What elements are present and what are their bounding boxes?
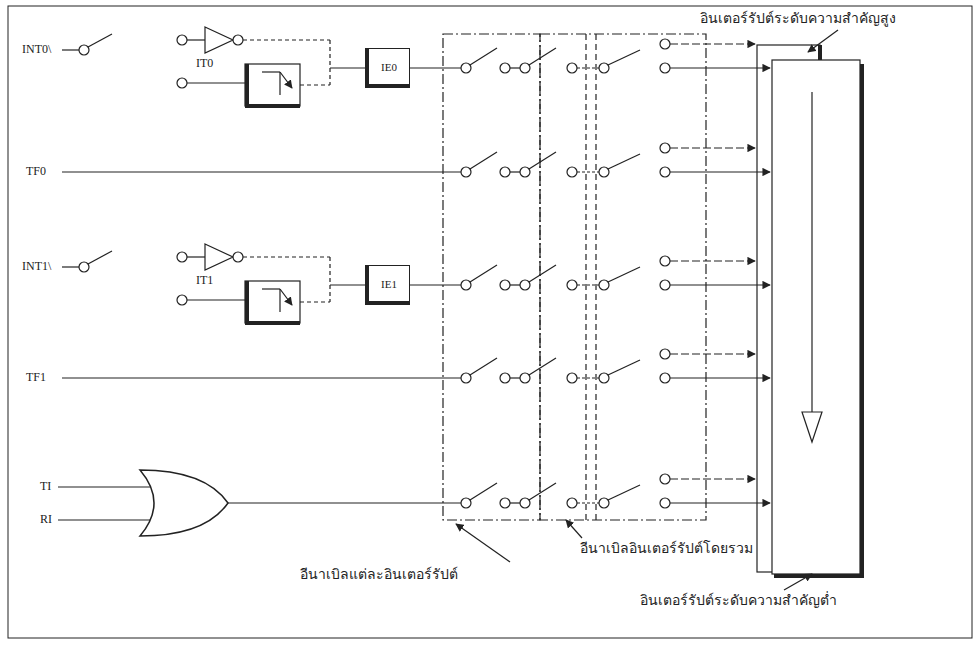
signal-label: IT0 [196,56,213,70]
flag-label: IE1 [381,278,397,290]
callout-label: อีนาเบิลอินเตอร์รัปต์โดยรวม [580,540,753,557]
signal-label: INT0\ [22,42,51,56]
signal-label: INT1\ [22,259,51,273]
callout-label: อินเตอร์รัปต์ระดับความสำคัญต่ำ [640,592,837,609]
callout-label: อินเตอร์รัปต์ระดับความสำคัญสูง [700,10,896,27]
signal-label: TF0 [26,164,46,178]
signal-label: IT1 [196,273,213,287]
signal-label: TI [40,479,51,493]
signal-label: RI [40,512,52,526]
enable-flag-box: IE1 [365,265,410,305]
enable-flag-box: IE0 [365,48,410,88]
signal-label: TF1 [26,370,46,384]
callout-label: อีนาเบิลแต่ละอินเตอร์รัปต์ [300,566,458,583]
flag-label: IE0 [381,61,397,73]
